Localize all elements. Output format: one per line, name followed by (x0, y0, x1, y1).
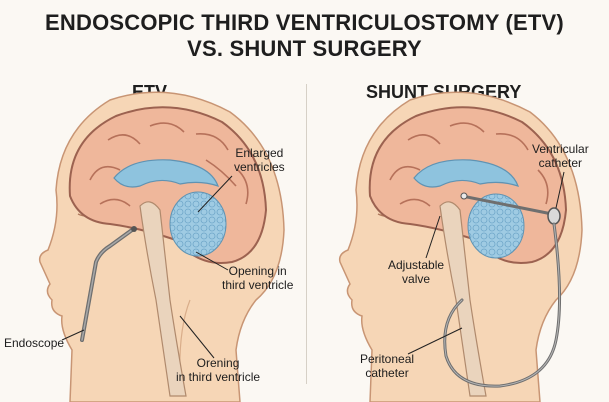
title-line-2: VS. SHUNT SURGERY (187, 36, 422, 61)
label-ventricular-line-2: catheter (538, 156, 583, 170)
leader-ventricular (555, 171, 565, 209)
title-line-1: ENDOSCOPIC THIRD VENTRICULOSTOMY (ETV) (45, 10, 564, 35)
leader-enlarged (197, 175, 233, 213)
etv-leader-lines (61, 175, 233, 359)
label-opening-line-2: third ventricle (222, 278, 294, 292)
label-peritoneal-line-2: catheter (365, 366, 409, 380)
etv-lateral-ventricle (113, 159, 219, 188)
leader-orening (179, 315, 215, 359)
label-opening-line-1: Opening in (228, 264, 287, 278)
shunt-ventricle (467, 193, 525, 259)
label-peritoneal-catheter: Peritoneal catheter (360, 352, 414, 380)
etv-endoscope (80, 226, 137, 342)
leader-opening (195, 251, 229, 271)
leader-peritoneal (407, 327, 463, 355)
label-ventricular-catheter: Ventricular catheter (532, 142, 589, 170)
label-orening-line-2: in third ventricle (176, 370, 261, 384)
shunt-leader-lines (407, 171, 565, 355)
etv-brain (68, 106, 268, 397)
leader-valve (425, 215, 441, 259)
etv-brainstem (139, 201, 187, 397)
label-endoscope: Endoscope (4, 336, 65, 350)
peritoneal-catheter-highlight (444, 223, 561, 387)
shunt-lateral-ventricle (413, 159, 519, 188)
ventricular-catheter-tube (460, 194, 554, 216)
label-orening-line-1: Orening (196, 356, 240, 370)
etv-enlarged-ventricle (169, 191, 227, 257)
label-enlarged-line-2: ventricles (234, 160, 285, 174)
label-valve-line-2: valve (402, 272, 431, 286)
label-orening-third-ventricle: Orening in third ventricle (176, 356, 260, 384)
label-ventricular-line-1: Ventricular (532, 142, 589, 156)
shunt-brain-folds (389, 122, 549, 207)
shunt-brain (368, 106, 568, 397)
diagram-title: ENDOSCOPIC THIRD VENTRICULOSTOMY (ETV) V… (0, 10, 609, 62)
shunt-system (443, 192, 562, 388)
etv-endoscope-tip (131, 226, 137, 232)
etv-brain-folds (89, 122, 249, 207)
adjustable-valve-icon (547, 207, 561, 225)
leader-endoscope (61, 329, 85, 341)
label-enlarged-line-1: Enlarged (235, 146, 284, 160)
label-enlarged-ventricles: Enlarged ventricles (234, 146, 285, 174)
label-opening-third-ventricle: Opening in third ventricle (222, 264, 293, 292)
label-peritoneal-line-1: Peritoneal (360, 352, 415, 366)
panel-divider (306, 84, 307, 384)
label-adjustable-valve: Adjustable valve (388, 258, 444, 286)
catheter-tip (460, 192, 468, 200)
label-valve-line-1: Adjustable (388, 258, 445, 272)
etv-endoscope-highlight (81, 229, 133, 341)
